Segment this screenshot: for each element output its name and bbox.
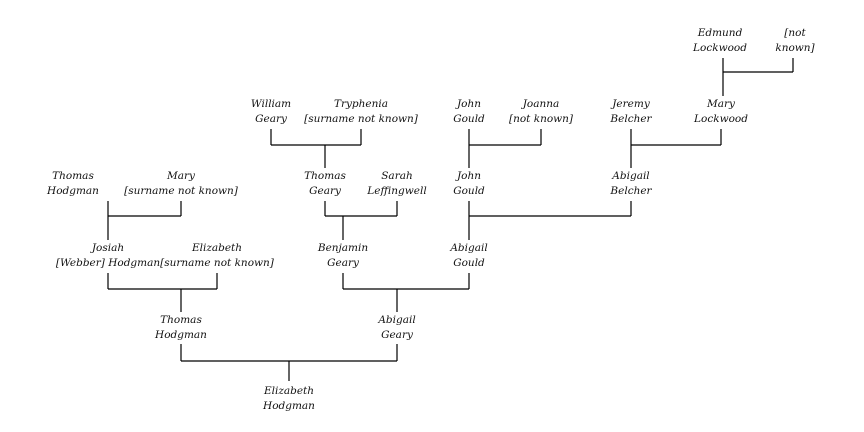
person-josiah-hodgman: Josiah [Webber] Hodgman [55, 242, 161, 269]
person-benjamin-geary: Benjamin Geary [317, 242, 369, 269]
person-thomas-hodgman-jr: Thomas Hodgman [155, 314, 207, 341]
person-john-gould-jr: John Gould [453, 170, 485, 197]
person-edmund-lockwood: Edmund Lockwood [693, 27, 747, 54]
person-not-known: [not known] [775, 27, 815, 54]
person-mary-lockwood: Mary Lockwood [694, 98, 748, 125]
person-abigail-gould: Abigail Gould [450, 242, 488, 269]
person-elizabeth-hodgman: Elizabeth Hodgman [263, 385, 315, 412]
person-tryphenia: Tryphenia [surname not known] [304, 98, 418, 125]
person-thomas-hodgman-sr: Thomas Hodgman [47, 170, 99, 197]
person-abigail-geary: Abigail Geary [378, 314, 416, 341]
person-abigail-belcher: Abigail Belcher [610, 170, 652, 197]
person-elizabeth: Elizabeth [surname not known] [160, 242, 274, 269]
person-john-gould-sr: John Gould [453, 98, 485, 125]
person-sarah-leffingwell: Sarah Leffingwell [367, 170, 427, 197]
person-william-geary: William Geary [250, 98, 292, 125]
person-jeremy-belcher: Jeremy Belcher [610, 98, 652, 125]
person-joanna: Joanna [not known] [508, 98, 574, 125]
person-thomas-geary: Thomas Geary [304, 170, 346, 197]
person-mary: Mary [surname not known] [124, 170, 238, 197]
